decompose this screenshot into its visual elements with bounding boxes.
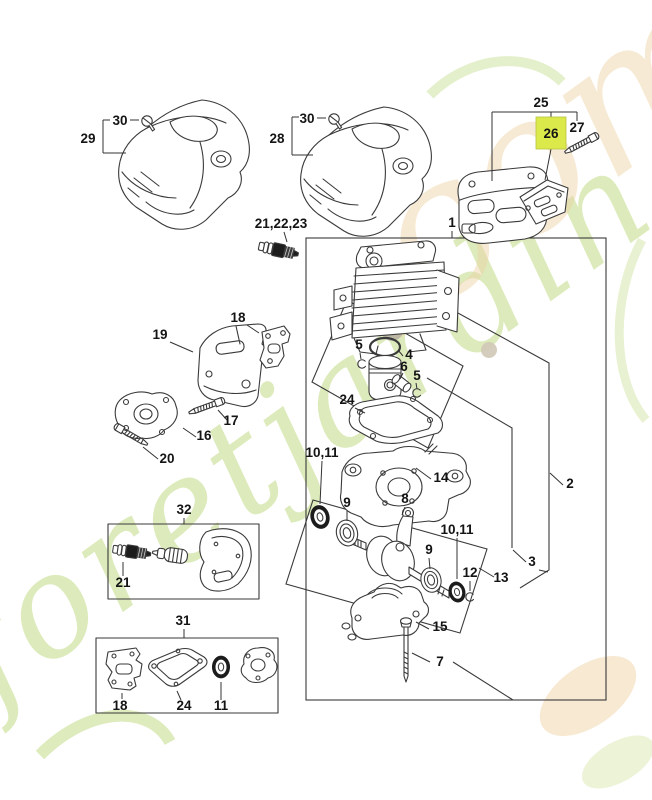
kit-gasket-18-icon xyxy=(105,647,143,691)
kit-31-box xyxy=(95,637,279,714)
callout-17: 17 xyxy=(223,413,238,428)
callout-4: 4 xyxy=(405,347,413,362)
crankshaft-kit-box xyxy=(285,499,488,634)
kit-gasket-24-icon xyxy=(148,647,208,687)
callout-10-11-left: 10,11 xyxy=(305,445,339,460)
carb-gasket-icon xyxy=(199,528,252,592)
callout-30-left: 30 xyxy=(112,113,127,128)
callout-20: 20 xyxy=(159,451,174,466)
highlighted-part-box[interactable] xyxy=(535,116,567,150)
heat-shield xyxy=(197,323,268,408)
kit-oil-seal-11-icon xyxy=(211,655,231,679)
callout-21: 21 xyxy=(115,575,131,590)
piston xyxy=(368,354,402,401)
callout-29: 29 xyxy=(80,131,95,146)
watermark-flourish xyxy=(35,709,176,760)
callout-28: 28 xyxy=(269,131,285,146)
callout-19: 19 xyxy=(152,327,167,342)
callout-26[interactable]: 26 xyxy=(543,126,559,141)
spark-arrester-plate xyxy=(519,179,569,225)
callout-6: 6 xyxy=(400,359,408,374)
callout-12: 12 xyxy=(462,565,477,580)
crank-counterweight xyxy=(381,540,415,582)
fuel-filter-icon xyxy=(151,547,189,564)
callout-14: 14 xyxy=(433,470,449,485)
piston-kit xyxy=(357,336,422,401)
callout-15: 15 xyxy=(432,619,448,634)
cover-screw-mid-icon xyxy=(328,113,343,130)
callout-16: 16 xyxy=(196,428,212,443)
circlip-12-icon xyxy=(465,592,475,602)
callout-18: 18 xyxy=(230,310,246,325)
callout-11-kit: 11 xyxy=(214,698,229,713)
connecting-rod xyxy=(396,506,415,547)
engine-cover-left xyxy=(118,99,250,230)
callout-5-left: 5 xyxy=(355,337,363,352)
callout-27: 27 xyxy=(569,120,584,135)
callout-24: 24 xyxy=(339,392,355,407)
crankshaft-group xyxy=(307,502,475,605)
cylinder-gasket xyxy=(348,395,444,444)
cylinder xyxy=(329,240,460,355)
callout-9-left: 9 xyxy=(343,495,351,510)
watermark-dot xyxy=(481,342,497,358)
assembly-boxes xyxy=(285,237,607,701)
spark-plug-icon xyxy=(257,239,301,262)
crankcase-half xyxy=(341,582,430,641)
screw-7-icon xyxy=(399,617,413,683)
gasket-18 xyxy=(259,325,291,369)
watermark-flourish xyxy=(614,237,650,423)
callout-10-11-right: 10,11 xyxy=(440,522,474,537)
leader-lines xyxy=(102,111,578,701)
watermark-leaf xyxy=(539,656,637,736)
crankcase-assembly-box xyxy=(426,377,513,548)
watermark-leaf xyxy=(581,735,652,789)
crankcase-assembly-box-edge xyxy=(452,661,514,701)
kit-flange-gasket-icon xyxy=(240,647,278,684)
engine-assembly-box xyxy=(305,237,607,701)
watermark-flourish xyxy=(426,56,566,99)
crankcase xyxy=(339,443,471,528)
callout-32: 32 xyxy=(176,502,191,517)
callout-labels: 29 30 28 30 25 26 27 21,22,23 1 2 3 13 1… xyxy=(80,95,584,713)
callout-13: 13 xyxy=(493,570,509,585)
callout-30-mid: 30 xyxy=(299,111,314,126)
callout-9-right: 9 xyxy=(425,542,433,557)
callout-7: 7 xyxy=(436,654,444,669)
callout-2: 2 xyxy=(566,476,574,491)
callout-5-right: 5 xyxy=(413,368,421,383)
callout-31: 31 xyxy=(175,613,191,628)
oil-seal-right-icon xyxy=(445,579,469,605)
callout-1: 1 xyxy=(448,215,456,230)
parts-art xyxy=(95,99,601,714)
shortblock-box xyxy=(404,283,550,589)
wrist-pin-icon xyxy=(391,374,412,393)
callout-8: 8 xyxy=(401,491,409,506)
callout-21-22-23: 21,22,23 xyxy=(255,216,308,231)
callout-18-kit: 18 xyxy=(112,698,128,713)
callout-25: 25 xyxy=(533,95,549,110)
callout-3: 3 xyxy=(528,554,536,569)
callout-24-kit: 24 xyxy=(176,698,192,713)
